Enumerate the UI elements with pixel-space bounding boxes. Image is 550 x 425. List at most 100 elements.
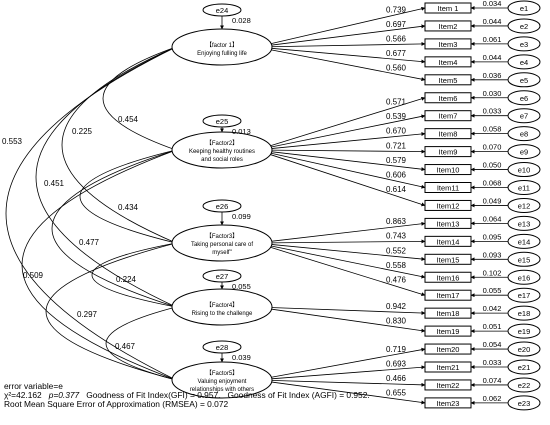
item-error-label: e4: [520, 58, 528, 67]
item-error-value: 0.102: [483, 268, 502, 277]
item-error-value: 0.061: [483, 35, 502, 44]
loading-label: 0.670: [386, 127, 407, 136]
item-error-label: e13: [518, 219, 531, 228]
loading-label: 0.560: [386, 64, 407, 73]
correlation-layer: 0.4540.4340.2240.4670.2250.4770.2970.451…: [2, 46, 177, 382]
loading-arrow: [269, 221, 426, 242]
loading-arrow: [269, 47, 426, 64]
item-label: Item16: [437, 273, 460, 282]
loading-label: 0.721: [386, 141, 407, 150]
item-label: Item22: [437, 381, 460, 390]
factor-label: and social roles: [201, 157, 243, 163]
factor-label: relationships with others: [190, 387, 254, 393]
loading-arrow: [269, 308, 426, 333]
factor-error-value: 0.039: [232, 353, 251, 362]
correlation-arc: [5, 46, 177, 381]
correlation-arc: [105, 305, 177, 382]
item-error-value: 0.054: [483, 340, 502, 349]
loading-label: 0.743: [386, 232, 407, 241]
item-error-value: 0.095: [483, 232, 502, 241]
loading-label: 0.677: [386, 49, 407, 58]
loading-arrow: [269, 381, 426, 405]
factor-label: Rising to the challenge: [192, 311, 253, 317]
loading-label: 0.719: [386, 345, 407, 354]
item-error-label: e14: [518, 237, 531, 246]
item-error-label: e18: [518, 309, 531, 318]
item-error-value: 0.093: [483, 250, 502, 259]
loading-label: 0.697: [386, 20, 407, 29]
item-label: Item6: [439, 94, 458, 103]
correlation-label: 0.509: [23, 271, 44, 280]
loading-arrow: [269, 49, 426, 82]
factor-error-value: 0.055: [232, 282, 251, 291]
loading-label: 0.863: [386, 217, 407, 226]
loading-label: 0.466: [386, 374, 407, 383]
item-error-value: 0.051: [483, 322, 502, 331]
item-error-value: 0.070: [483, 143, 502, 152]
factor-label: myself": [212, 250, 231, 256]
loading-label: 0.655: [386, 389, 407, 398]
fit-indices-row: χ²=42.162 p=0.377 Goodness of Fit Index(…: [4, 391, 370, 400]
loading-arrow: [269, 365, 426, 380]
loading-label: 0.539: [386, 112, 407, 121]
factor-error-label: e28: [216, 343, 229, 352]
factor-error-value: 0.028: [232, 16, 251, 25]
item-error-label: e21: [518, 363, 531, 372]
item-label: Item12: [437, 201, 460, 210]
loading-arrow: [269, 24, 426, 46]
item-error-label: e6: [520, 94, 528, 103]
factor-error-value: 0.099: [232, 212, 251, 221]
fit-statistics: error variable=e χ²=42.162 p=0.377 Goodn…: [4, 382, 370, 409]
loading-arrow: [269, 96, 426, 147]
correlation-label: 0.297: [77, 310, 98, 319]
item-label: Item23: [437, 399, 460, 408]
item-error-label: e17: [518, 291, 531, 300]
item-error-label: e12: [518, 201, 531, 210]
item-error-value: 0.033: [483, 358, 502, 367]
loading-arrow: [269, 243, 426, 261]
loading-label: 0.566: [386, 34, 407, 43]
item-label: Item17: [437, 291, 460, 300]
loading-arrow: [269, 245, 426, 279]
item-error-value: 0.030: [483, 89, 502, 98]
item-error-label: e16: [518, 273, 531, 282]
item-label: Item20: [437, 345, 460, 354]
correlation-label: 0.225: [72, 127, 93, 136]
loading-arrow: [269, 132, 426, 150]
item-error-label: e23: [518, 399, 531, 408]
item-label: Item10: [437, 166, 460, 175]
item-error-value: 0.058: [483, 125, 502, 134]
factor-label: 【factor 1】: [206, 42, 238, 49]
loading-layer: 0.7390.6970.5660.6770.5600.5710.5390.670…: [269, 5, 426, 405]
item-error-value: 0.044: [483, 53, 502, 62]
item-error-label: e10: [518, 166, 531, 175]
item-label: Item18: [437, 309, 460, 318]
loading-arrow: [269, 154, 426, 207]
item-label: Item 1: [438, 4, 459, 13]
item-label: Item9: [439, 148, 458, 157]
item-label: Item8: [439, 130, 458, 139]
item-error-label: e15: [518, 255, 531, 264]
factor-error-value: 0.013: [232, 127, 251, 136]
item-error-label: e1: [520, 4, 528, 13]
item-label: Item7: [439, 112, 458, 121]
item-error-value: 0.036: [483, 71, 502, 80]
loading-label: 0.606: [386, 170, 407, 179]
item-label: Item3: [439, 40, 458, 49]
loading-arrow: [269, 151, 426, 172]
loading-label: 0.614: [386, 185, 407, 194]
item-error-value: 0.042: [483, 304, 502, 313]
item-label: Item14: [437, 237, 460, 246]
loading-arrow: [269, 379, 426, 387]
fit-gfi: Goodness of Fit Index(GFI) = 0.957.: [86, 390, 221, 400]
fit-p-value: p=0.377: [48, 390, 80, 400]
item-error-value: 0.062: [483, 394, 502, 403]
item-error-value: 0.064: [483, 214, 502, 223]
item-error-label: e2: [520, 22, 528, 31]
item-error-value: 0.050: [483, 161, 502, 170]
loading-label: 0.942: [386, 302, 407, 311]
fit-agfi: Goodness of Fit Index (AGFI) = 0.952.: [227, 390, 370, 400]
item-error-value: 0.044: [483, 17, 502, 26]
loading-arrow: [269, 246, 426, 297]
factor-label: Keeping healthy routines: [189, 149, 255, 155]
